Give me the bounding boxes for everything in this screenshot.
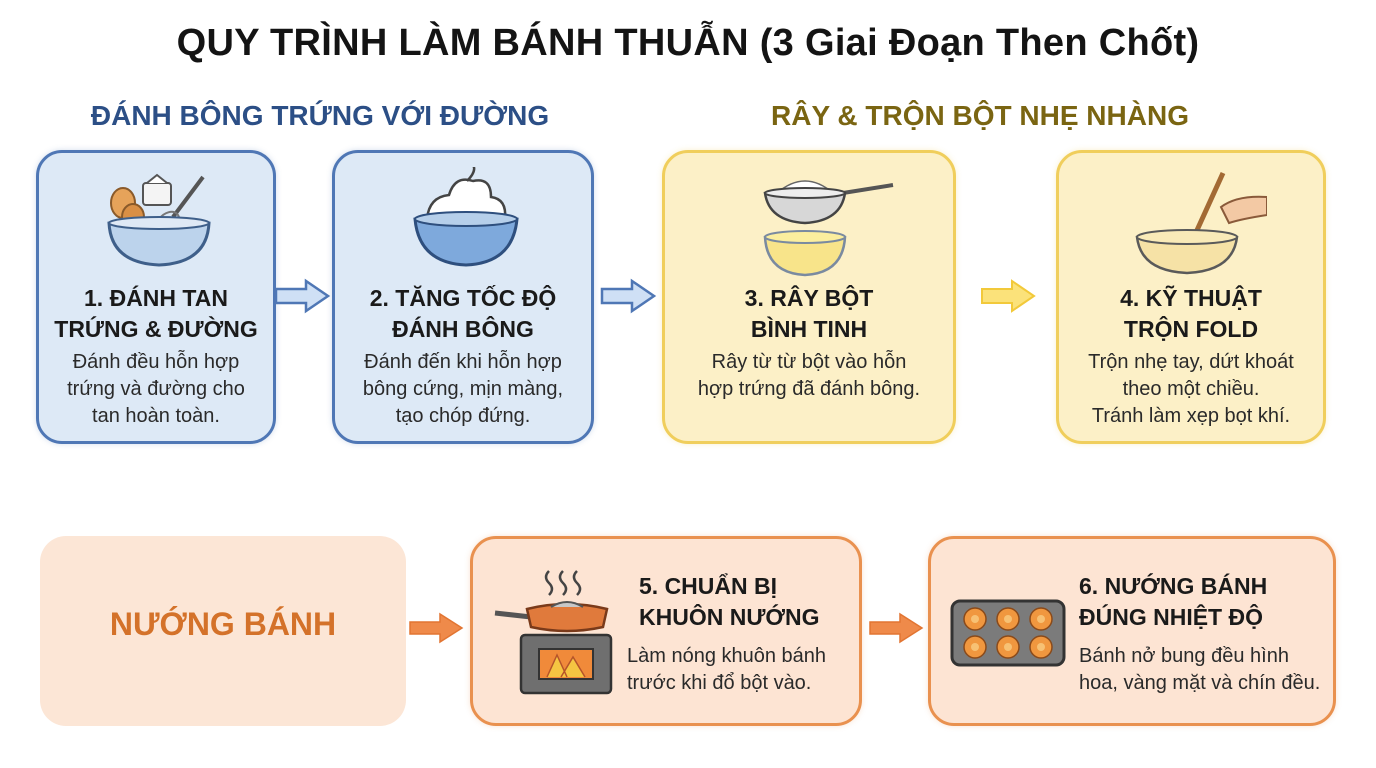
step-5-desc-line-1: Làm nóng khuôn bánh xyxy=(627,645,827,667)
step-1-title-line-2: TRỨNG & ĐƯỜNG xyxy=(54,316,258,342)
step-4-title-line-2: TRỘN FOLD xyxy=(1123,316,1259,342)
step-2-title-line-1: 2. TĂNG TỐC ĐỘ xyxy=(369,285,557,311)
phase-label-1: ĐÁNH BÔNG TRỨNG VỚI ĐƯỜNG xyxy=(90,100,550,131)
arrow-right-icon xyxy=(274,278,331,314)
step-4-desc-line-1: Trộn nhẹ tay, dứt khoát xyxy=(1088,351,1294,373)
step-card-4: 4. KỸ THUẬT TRỘN FOLD Trộn nhẹ tay, dứt … xyxy=(1056,150,1326,444)
step-6-desc-line-1: Bánh nở bung đều hình xyxy=(1079,645,1289,667)
page-title: QUY TRÌNH LÀM BÁNH THUẪN (3 Giai Đoạn Th… xyxy=(176,22,1200,64)
step-3-desc-line-2: hợp trứng đã đánh bông. xyxy=(697,378,921,400)
phase-label-2: RÂY & TRỘN BỘT NHẸ NHÀNG xyxy=(771,100,1189,131)
step-card-5: 5. CHUẨN BỊ KHUÔN NƯỚNG Làm nóng khuôn b… xyxy=(470,536,862,726)
step-4-desc-line-2: theo một chiều. xyxy=(1122,378,1260,400)
step-4-desc-line-3: Tránh làm xẹp bọt khí. xyxy=(1091,405,1291,427)
arrow-right-icon xyxy=(600,278,657,314)
step-6-title-line-2: ĐÚNG NHIỆT ĐỘ xyxy=(1079,604,1263,630)
step-6-desc-line-2: hoa, vàng mặt và chín đều. xyxy=(1079,672,1321,694)
flour-sieve-icon xyxy=(763,180,894,277)
step-1-desc-line-3: tan hoàn toàn. xyxy=(92,405,220,427)
spatula-fold-icon xyxy=(1135,171,1267,275)
arrow-right-icon xyxy=(981,279,1036,313)
step-2-desc-line-2: bông cứng, mịn màng, xyxy=(362,378,564,400)
step-5-title-line-1: 5. CHUẨN BỊ xyxy=(639,573,778,599)
step-3-title-line-1: 3. RÂY BỘT xyxy=(744,285,874,311)
stove-mold-icon xyxy=(494,570,613,695)
step-2-desc-line-1: Đánh đến khi hỗn hợp xyxy=(364,351,562,373)
step-2-desc-line-3: tạo chóp đứng. xyxy=(395,405,531,427)
step-1-title-line-1: 1. ĐÁNH TAN xyxy=(84,285,228,311)
baking-tray-icon xyxy=(950,599,1066,667)
step-6-title-line-1: 6. NƯỚNG BÁNH xyxy=(1079,573,1268,599)
egg-bowl-whisk-icon xyxy=(107,173,211,267)
phase-3-block: NƯỚNG BÁNH xyxy=(40,536,406,726)
step-1-desc-line-2: trứng và đường cho xyxy=(67,378,245,400)
step-3-title-line-2: BÌNH TINH xyxy=(750,316,868,342)
arrow-right-icon xyxy=(409,612,464,644)
step-card-2: 2. TĂNG TỐC ĐỘ ĐÁNH BÔNG Đánh đến khi hỗ… xyxy=(332,150,594,444)
phase-label-3: NƯỚNG BÁNH xyxy=(109,606,337,642)
whipped-cream-bowl-icon xyxy=(413,167,519,267)
step-2-title-line-2: ĐÁNH BÔNG xyxy=(392,316,534,342)
step-5-desc-line-2: trước khi đổ bột vào. xyxy=(627,672,812,694)
step-card-6: 6. NƯỚNG BÁNH ĐÚNG NHIỆT ĐỘ Bánh nở bung… xyxy=(928,536,1336,726)
step-1-desc-line-1: Đánh đều hỗn hợp xyxy=(72,351,240,373)
step-card-3: 3. RÂY BỘT BÌNH TINH Rây từ từ bột vào h… xyxy=(662,150,956,444)
step-card-1: 1. ĐÁNH TAN TRỨNG & ĐƯỜNG Đánh đều hỗn h… xyxy=(36,150,276,444)
step-3-desc-line-1: Rây từ từ bột vào hỗn xyxy=(711,351,907,373)
step-4-title-line-1: 4. KỸ THUẬT xyxy=(1120,285,1262,311)
step-5-title-line-2: KHUÔN NƯỚNG xyxy=(639,604,820,630)
arrow-right-icon xyxy=(869,612,924,644)
